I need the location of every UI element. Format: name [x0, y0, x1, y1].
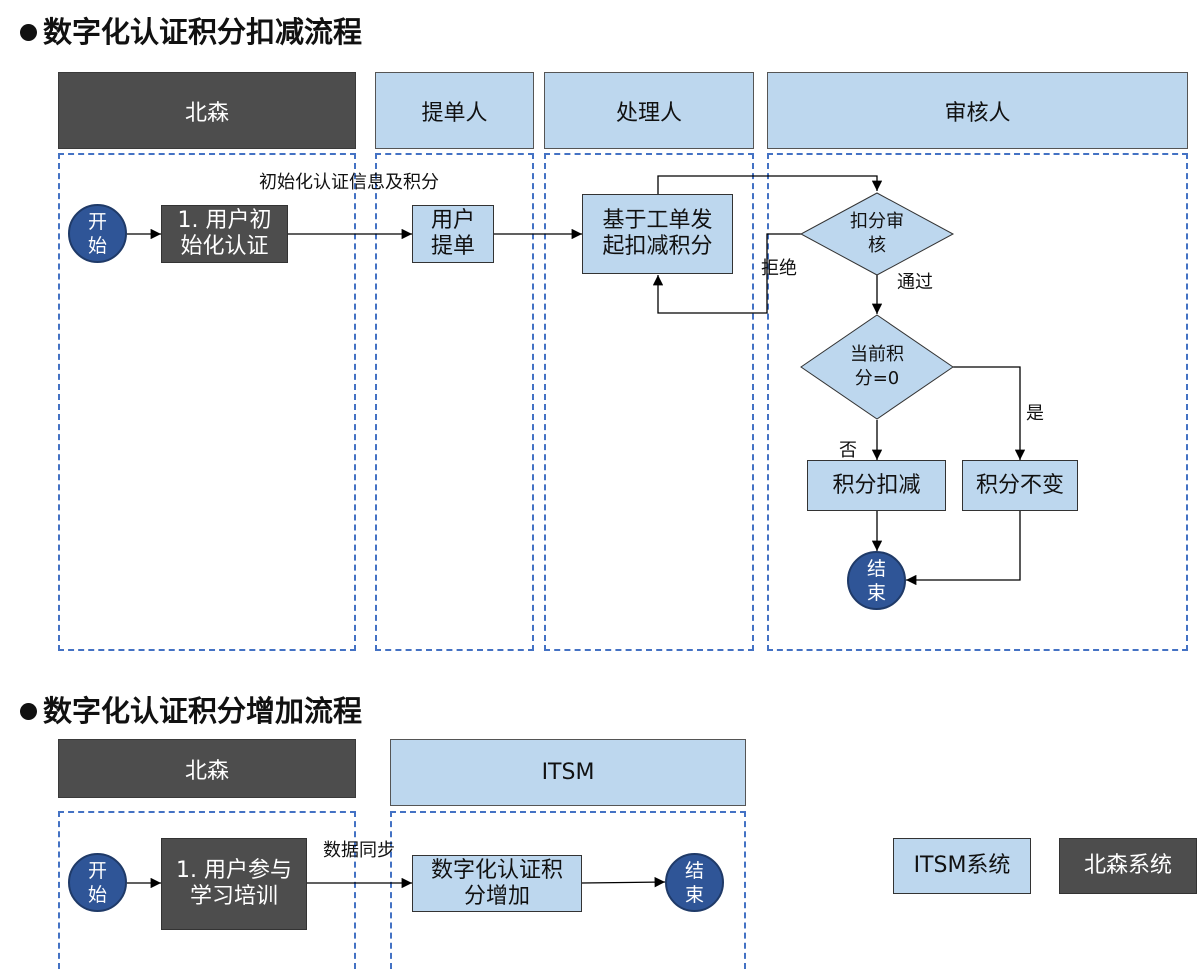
start-node: 开 始: [68, 204, 127, 263]
deduct-initiate-node: 基于工单发 起扣减积分: [582, 194, 733, 274]
lane-body-reviewer: [767, 153, 1188, 651]
edge-label-sync: 数据同步: [323, 840, 395, 861]
legend-itsm: ITSM系统: [893, 838, 1031, 894]
legend-beisen: 北森系统: [1059, 838, 1197, 894]
lane-body-beisen: [58, 153, 356, 651]
points-zero-decision-label: 当前积 分=0: [850, 344, 904, 389]
section2-title: 数字化认证积分增加流程: [20, 693, 362, 729]
bullet-icon: [20, 702, 37, 720]
lane-body-itsm: [390, 811, 746, 969]
end-node: 结 束: [847, 551, 906, 610]
points-increase-node: 数字化认证积 分增加: [412, 855, 582, 912]
lane-header-beisen: 北森: [58, 72, 356, 149]
section2-title-text: 数字化认证积分增加流程: [43, 694, 363, 728]
edge-label-pass: 通过: [897, 272, 933, 293]
lane-header-beisen-2: 北森: [58, 739, 356, 798]
training-node: 1. 用户参与 学习培训: [161, 838, 307, 930]
end-node-2: 结 束: [665, 853, 724, 912]
edge-label-no: 否: [839, 440, 857, 461]
lane-body-handler: [544, 153, 754, 651]
start-node-2: 开 始: [68, 853, 127, 912]
review-decision-shape: [799, 192, 955, 276]
edge-label-yes: 是: [1026, 403, 1044, 424]
deduct-points-node: 积分扣减: [807, 460, 946, 511]
lane-body-beisen-2: [58, 811, 356, 969]
init-cert-node: 1. 用户初 始化认证: [161, 205, 288, 263]
lane-header-submitter: 提单人: [375, 72, 534, 149]
points-zero-decision-shape: [800, 314, 954, 420]
review-decision-label: 扣分审 核: [850, 211, 904, 256]
submit-ticket-node: 用户 提单: [412, 205, 494, 263]
lane-header-handler: 处理人: [544, 72, 754, 149]
points-unchanged-node: 积分不变: [962, 460, 1078, 511]
section1-title-text: 数字化认证积分扣减流程: [43, 15, 363, 49]
lane-header-reviewer: 审核人: [767, 72, 1188, 149]
edge-label-reject: 拒绝: [761, 258, 797, 279]
section1-title: 数字化认证积分扣减流程: [20, 14, 362, 50]
lane-body-submitter: [375, 153, 534, 651]
bullet-icon: [20, 23, 37, 41]
lane-header-itsm: ITSM: [390, 739, 746, 806]
edge-label-init-info: 初始化认证信息及积分: [259, 172, 439, 193]
